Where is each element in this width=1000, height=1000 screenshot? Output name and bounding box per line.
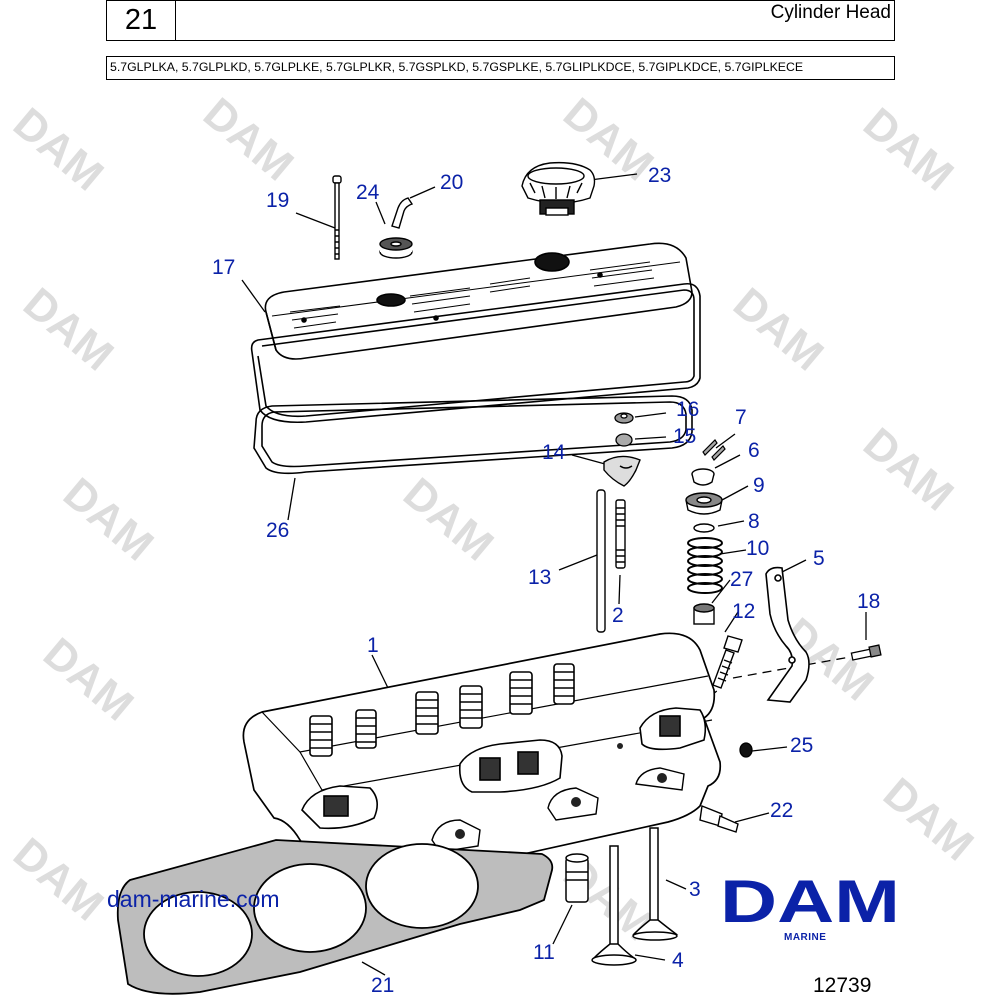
website-link[interactable]: dam-marine.com (107, 886, 280, 912)
callout-7: 7 (735, 406, 747, 429)
lifter-11-icon (565, 853, 589, 903)
sensor-22-icon (699, 805, 739, 833)
callout-18: 18 (857, 590, 880, 613)
callout-5: 5 (813, 547, 825, 570)
cylinder-head-1-icon (242, 632, 722, 891)
bracket-5-icon (765, 566, 810, 703)
callout-25: 25 (790, 734, 813, 757)
watermark: DAM (874, 769, 982, 871)
bolt-18-icon (850, 644, 882, 661)
model-list: 5.7GLPLKA, 5.7GLPLKD, 5.7GLPLKE, 5.7GLPL… (110, 60, 804, 74)
models-box: 5.7GLPLKA, 5.7GLPLKD, 5.7GLPLKE, 5.7GLPL… (106, 56, 895, 80)
title-box: Cylinder Head (175, 0, 895, 41)
brand-subtitle: MARINE (784, 932, 827, 943)
brand-logo: DAM (720, 868, 900, 935)
callout-21: 21 (371, 974, 394, 997)
stud-2-icon (615, 499, 626, 569)
callout-10: 10 (746, 537, 769, 560)
spring-cap-6-icon (691, 468, 715, 486)
intake-valve-3-icon (632, 827, 679, 941)
bolt-19-icon (332, 175, 342, 260)
section-number: 21 (124, 4, 158, 36)
pushrod-13-icon (596, 489, 606, 633)
callout-1: 1 (367, 634, 379, 657)
callout-13: 13 (528, 566, 551, 589)
valve-spring-10-icon (687, 537, 723, 594)
valve-seal-9-icon (685, 492, 723, 515)
svg-text:DAM: DAM (720, 868, 900, 935)
filler-cap-23-icon (521, 161, 596, 216)
ball-15-icon (615, 433, 633, 447)
washer-8-icon (693, 523, 715, 533)
watermark: DAM (394, 469, 502, 571)
callout-14: 14 (542, 441, 566, 464)
callout-9: 9 (753, 474, 765, 497)
callout-26: 26 (266, 519, 289, 542)
nut-16-icon (614, 412, 634, 424)
watermark: DAM (4, 829, 112, 931)
watermark: DAM (54, 469, 162, 571)
grommet-24-icon (379, 237, 413, 259)
valve-cover-17-icon (264, 242, 693, 360)
section-number-box: 21 (106, 0, 176, 41)
watermark: DAM (4, 99, 112, 201)
callout-20: 20 (440, 171, 463, 194)
callout-labels: 1 2 3 4 5 6 7 8 9 10 11 12 13 14 15 16 1… (212, 164, 880, 997)
valve-keeper-7-icon (702, 439, 726, 461)
callout-4: 4 (672, 949, 684, 972)
plug-25-icon (739, 742, 753, 758)
figure-number: 12739 (813, 974, 872, 997)
callout-11: 11 (533, 941, 555, 964)
rocker-arm-14-icon (603, 455, 641, 487)
watermark: DAM (854, 419, 962, 521)
leader-lines (241, 173, 867, 976)
watermark: DAM (34, 629, 142, 731)
elbow-fitting-20-icon (391, 197, 414, 229)
callout-6: 6 (748, 439, 760, 462)
watermark: DAM (14, 279, 122, 381)
watermark: DAM (194, 89, 302, 191)
callout-22: 22 (770, 799, 793, 822)
callout-8: 8 (748, 510, 760, 533)
callout-12: 12 (732, 600, 755, 623)
callout-27: 27 (730, 568, 753, 591)
callout-24: 24 (356, 181, 380, 204)
callout-23: 23 (648, 164, 671, 187)
callout-15: 15 (673, 425, 696, 448)
gasket-26-icon (253, 395, 693, 475)
callout-2: 2 (612, 604, 624, 627)
spring-damper-27-icon (693, 603, 715, 625)
head-gasket-21-icon (116, 839, 554, 995)
exhaust-valve-4-icon (591, 845, 637, 966)
watermark: DAM (724, 279, 832, 381)
callout-19: 19 (266, 189, 289, 212)
callout-3: 3 (689, 878, 701, 901)
watermark: DAM (854, 99, 962, 201)
page-title: Cylinder Head (770, 2, 891, 23)
bolt-12-icon (712, 635, 743, 689)
valve-cover-flange-icon (250, 282, 701, 424)
callout-17: 17 (212, 256, 235, 279)
callout-16: 16 (676, 398, 699, 421)
